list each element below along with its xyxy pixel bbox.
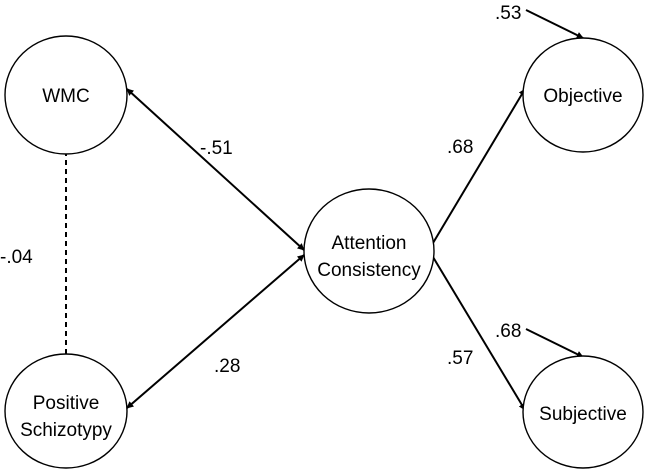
node-subjective: Subjective: [522, 355, 644, 469]
objective-residual-arrow: [525, 9, 584, 39]
node-objective: Objective: [522, 37, 644, 153]
node-attention-consistency-label-line2: Consistency: [317, 260, 421, 281]
node-wmc-label: WMC: [42, 86, 89, 107]
coef-subjective-residual: .68: [495, 321, 521, 342]
wmc-attention-path: [126, 88, 305, 251]
node-attention-consistency: Attention Consistency: [303, 188, 435, 314]
coef-attention-objective: .68: [447, 137, 473, 158]
node-positive-schizotypy-label-line2: Schizotypy: [20, 420, 112, 441]
node-subjective-label: Subjective: [539, 404, 627, 425]
node-attention-consistency-label-line1: Attention: [332, 233, 407, 254]
attention-objective-path: [432, 88, 526, 244]
coef-wmc-schizotypy: -.04: [0, 247, 33, 268]
subjective-residual-arrow: [525, 328, 584, 358]
coef-schizotypy-attention: .28: [214, 356, 240, 377]
node-positive-schizotypy-label-line1: Positive: [33, 393, 100, 414]
schizotypy-attention-path: [126, 254, 305, 409]
node-positive-schizotypy: Positive Schizotypy: [4, 353, 128, 469]
node-objective-label: Objective: [543, 86, 622, 107]
node-wmc: WMC: [4, 35, 128, 155]
attention-subjective-path: [432, 256, 526, 411]
coef-attention-subjective: .57: [447, 348, 473, 369]
coef-objective-residual: .53: [495, 3, 521, 24]
coef-wmc-attention: -.51: [200, 138, 233, 159]
